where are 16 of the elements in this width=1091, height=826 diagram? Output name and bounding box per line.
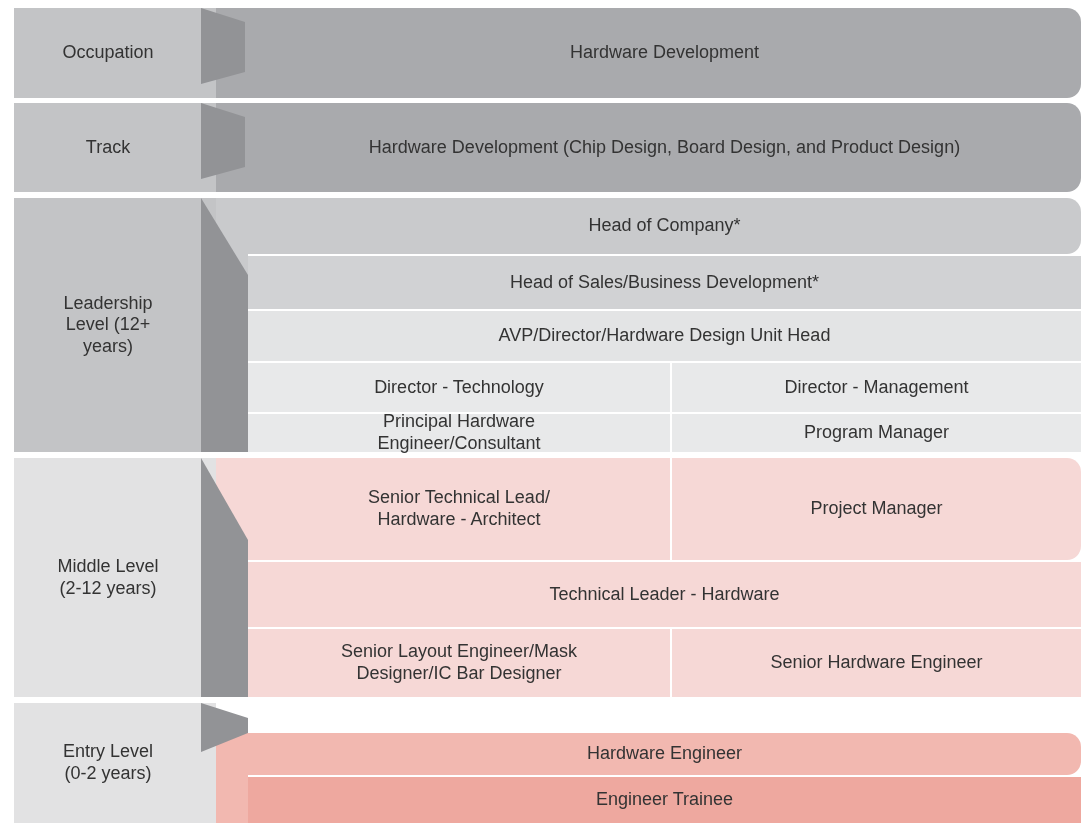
role-cell: Principal Hardware Engineer/Consultant [248, 414, 670, 452]
role-cell: Technical Leader - Hardware [248, 562, 1081, 627]
role-cell: AVP/Director/Hardware Design Unit Head [248, 311, 1081, 361]
role-cell: Project Manager [672, 458, 1081, 560]
role-cell: Senior Layout Engineer/Mask Designer/IC Bar Designer [248, 629, 670, 697]
role-cell: Program Manager [672, 414, 1081, 452]
role-cell: Director - Technology [248, 363, 670, 412]
role-cell: Engineer Trainee [248, 777, 1081, 823]
role-cell: Director - Management [672, 363, 1081, 412]
role-cell: Senior Technical Lead/ Hardware - Architect [248, 458, 670, 560]
role-cell: Senior Hardware Engineer [672, 629, 1081, 697]
track-band: Hardware Development (Chip Design, Board Design, and Product Design) [248, 103, 1081, 192]
role-cell: Head of Sales/Business Development* [248, 256, 1081, 309]
occupation-band: Hardware Development [248, 8, 1081, 98]
role-cell: Hardware Engineer [248, 733, 1081, 775]
role-cell: Head of Company* [248, 198, 1081, 254]
